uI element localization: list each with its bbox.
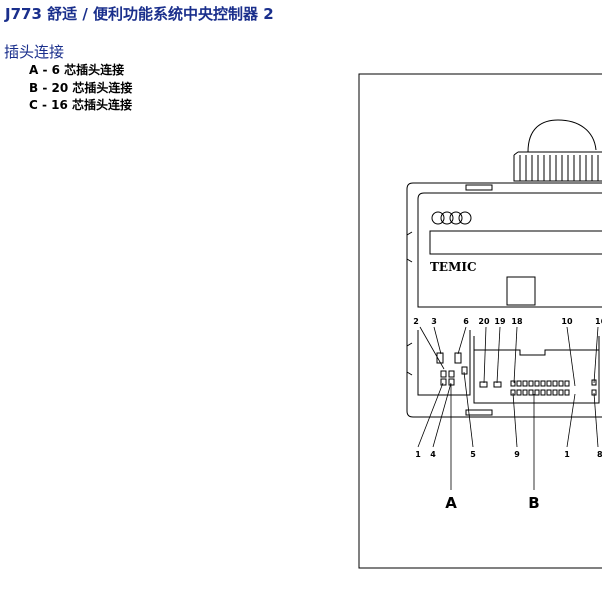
pin-label-b-top: 19 bbox=[494, 317, 506, 326]
connector-b bbox=[473, 336, 600, 404]
pin-label-a-bottom: 5 bbox=[470, 450, 476, 459]
pin-label-c-bottom: 8 bbox=[597, 450, 602, 459]
pin-label-c-top: 16 bbox=[595, 317, 602, 326]
housing-label bbox=[429, 211, 602, 306]
brand-text: TEMIC bbox=[430, 260, 477, 274]
pin-label-a-bottom: 4 bbox=[430, 450, 436, 459]
page-title: J773 舒适 / 便利功能系统中央控制器 2 bbox=[5, 5, 274, 23]
pin-label-b-top: 10 bbox=[561, 317, 573, 326]
four-rings-logo-icon bbox=[431, 211, 472, 225]
connector-b-letter: B bbox=[528, 494, 539, 512]
list-item-connector-c: C - 16 芯插头连接 bbox=[29, 98, 133, 112]
pin-label-b-bottom: 1 bbox=[564, 450, 570, 459]
control-unit-housing bbox=[406, 182, 602, 418]
pin-label-b-bottom: 9 bbox=[514, 450, 520, 459]
pin-labels: 2 3 6 20 19 18 10 16 1 4 5 9 1 8 bbox=[413, 317, 602, 459]
pin-label-a-bottom: 1 bbox=[415, 450, 421, 459]
pin-label-b-top: 18 bbox=[511, 317, 523, 326]
diagram-frame bbox=[358, 73, 602, 569]
pin-label-a-top: 6 bbox=[463, 317, 469, 326]
connector-list: A - 6 芯插头连接 B - 20 芯插头连接 C - 16 芯插头连接 bbox=[29, 62, 132, 115]
pin-label-b-top: 20 bbox=[478, 317, 490, 326]
dome-connector-icon bbox=[513, 119, 602, 182]
list-item-connector-b: B - 20 芯插头连接 bbox=[29, 80, 133, 95]
connector-a-letter: A bbox=[445, 494, 457, 512]
list-item-connector-a: A - 6 芯插头连接 bbox=[29, 63, 125, 77]
pin-label-a-top: 2 bbox=[413, 317, 419, 326]
pin-label-a-top: 3 bbox=[431, 317, 437, 326]
section-heading: 插头连接 bbox=[4, 43, 65, 61]
pin-leader-lines bbox=[417, 326, 599, 490]
